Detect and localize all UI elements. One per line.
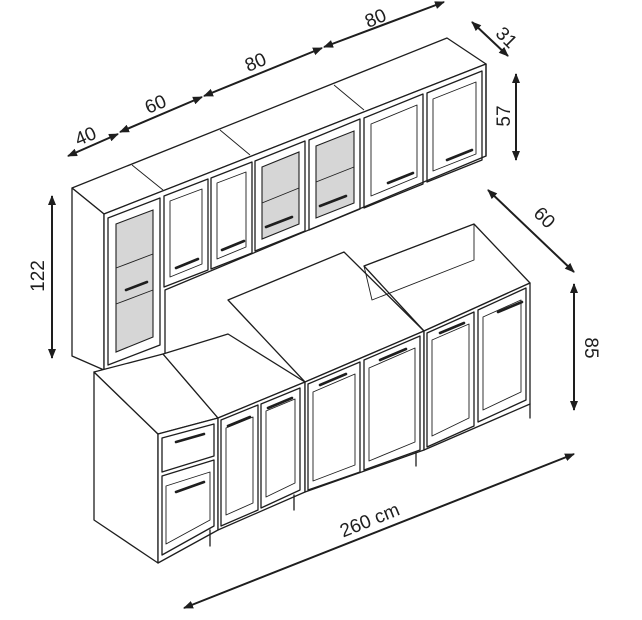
upper-cabinets xyxy=(71,37,487,371)
base-door-80b-right xyxy=(477,287,527,423)
tall-cabinet-side xyxy=(71,187,105,371)
upper-door-60-left xyxy=(163,178,209,288)
dim-label-upper-60: 60 xyxy=(142,91,170,119)
dim-label-upper-depth: 31 xyxy=(491,23,521,53)
dim-label-upper-40: 40 xyxy=(72,123,100,151)
base-door-80-right xyxy=(363,335,421,471)
tall-glass-door xyxy=(107,197,161,366)
upper-glass-door-right xyxy=(308,118,361,231)
dim-label-base-depth: 60 xyxy=(529,203,559,233)
upper-door-80-left xyxy=(363,93,424,209)
dimension-lines xyxy=(48,1,578,609)
dim-label-tall-height: 122 xyxy=(28,260,49,292)
dim-label-upper-height: 57 xyxy=(494,105,515,126)
dim-label-upper-80a: 80 xyxy=(242,49,270,77)
dim-label-total-width: 260 cm xyxy=(337,499,403,542)
base-door-80b-left xyxy=(426,311,475,448)
upper-door-80-right xyxy=(426,70,483,183)
dim-label-base-height: 85 xyxy=(580,337,601,358)
dim-label-upper-80b: 80 xyxy=(362,5,390,33)
base-cabinets xyxy=(93,223,531,564)
upper-glass-door-left xyxy=(254,140,306,252)
upper-door-60-right xyxy=(210,161,253,270)
